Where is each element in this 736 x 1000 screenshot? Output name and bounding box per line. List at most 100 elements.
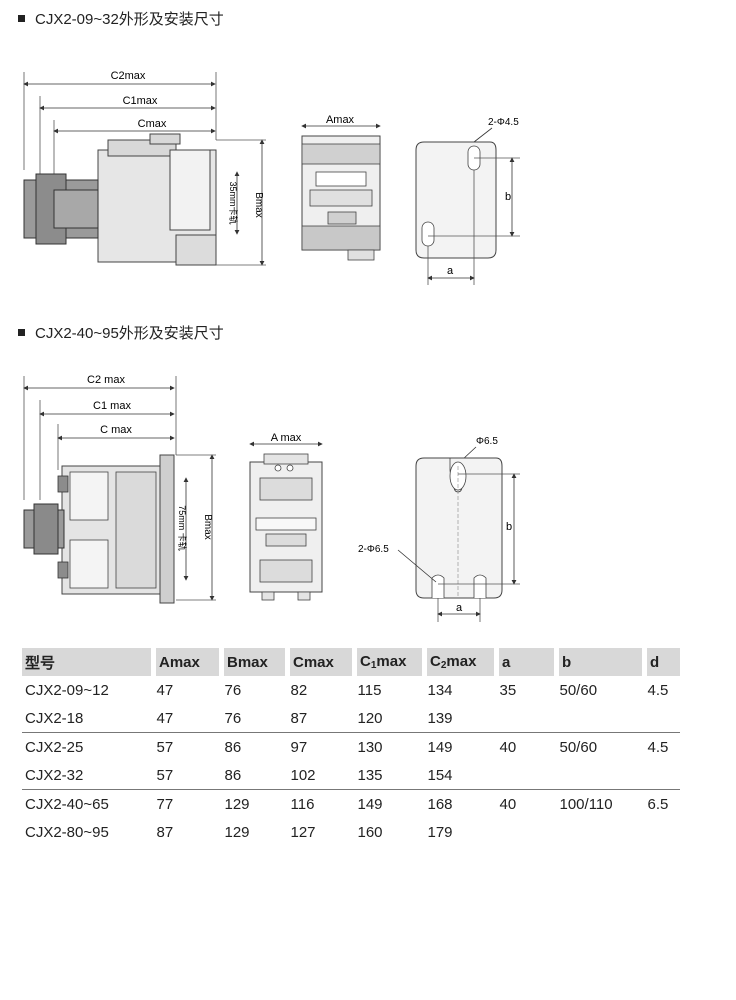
value-cell: 130 — [357, 738, 383, 756]
value-cell: 47 — [153, 704, 222, 733]
front-view-large: A max — [249, 432, 323, 601]
square-bullet-icon — [18, 329, 25, 336]
side-view-large: C2 max C1 max C max Bmax 75mm 卡轨 — [23, 374, 216, 604]
value-cell: 6.5 — [647, 795, 669, 813]
header-a: a — [496, 648, 559, 676]
amax-label-2: A max — [271, 432, 302, 444]
dim-b-label-2: b — [506, 521, 512, 533]
dimension-drawings: C2max C1max Cmax Bmax 35mm卡轨 Amax 2-Φ4.5 — [23, 70, 520, 622]
value-cell — [644, 704, 680, 733]
mounting-plate-large: Φ6.5 b 2-Φ6.5 a — [358, 436, 520, 622]
value-cell — [557, 818, 645, 846]
cmax-label-2: C max — [100, 424, 132, 436]
value-cell: 139 — [424, 704, 497, 733]
value-cell: 76 — [224, 681, 242, 699]
section-1-title: CJX2-09~32外形及安装尺寸 — [18, 8, 224, 29]
table-row: CJX2-09~12 47 76 82 115 134 35 50/60 4.5 — [22, 676, 680, 704]
header-cmax: Cmax — [287, 648, 357, 676]
bmax-label-2: Bmax — [202, 514, 213, 540]
value-cell: 120 — [354, 704, 425, 733]
value-cell: 135 — [354, 761, 425, 790]
model-cell: CJX2-32 — [22, 761, 154, 790]
value-cell: 160 — [357, 823, 383, 841]
value-cell — [644, 761, 680, 790]
value-cell: 4.5 — [647, 738, 669, 756]
model-cell: CJX2-09~12 — [25, 681, 109, 699]
front-view-small: Amax — [301, 114, 381, 261]
value-cell: 40 — [499, 795, 517, 813]
section-2-title-text: CJX2-40~95外形及安装尺寸 — [35, 325, 224, 342]
value-cell — [496, 761, 557, 790]
header-c1max: C1max — [354, 648, 427, 676]
value-cell: 57 — [153, 761, 222, 790]
cmax-label: Cmax — [138, 118, 167, 130]
value-cell: 179 — [427, 823, 453, 841]
value-cell — [497, 818, 557, 846]
c2max-label: C2max — [111, 70, 146, 82]
side-view-small: C2max C1max Cmax Bmax 35mm卡轨 — [23, 70, 266, 266]
value-cell: 116 — [290, 795, 315, 813]
dim-b-label: b — [505, 191, 511, 203]
hole-label-2: 2-Φ6.5 — [358, 544, 389, 555]
model-cell: CJX2-25 — [25, 738, 84, 756]
bmax-label: Bmax — [253, 192, 264, 218]
value-cell: 115 — [357, 681, 382, 699]
dim-a-label: a — [447, 265, 454, 277]
hole-label: 2-Φ4.5 — [488, 117, 519, 128]
value-cell: 50/60 — [559, 681, 598, 699]
value-cell: 149 — [357, 795, 383, 813]
amax-label: Amax — [326, 114, 355, 126]
c1max-label: C1max — [123, 95, 158, 107]
section-2-title: CJX2-40~95外形及安装尺寸 — [18, 322, 224, 343]
value-cell: 35 — [499, 681, 517, 699]
value-cell: 127 — [290, 823, 316, 841]
rail-35mm-label: 35mm卡轨 — [228, 181, 239, 224]
value-cell: 100/110 — [559, 795, 613, 813]
rail-75mm-label: 75mm 卡轨 — [177, 505, 188, 551]
mounting-plate-small: 2-Φ4.5 b a — [415, 117, 520, 285]
value-cell — [496, 704, 557, 733]
value-cell: 134 — [427, 681, 453, 699]
header-amax: Amax — [153, 648, 224, 676]
value-cell: 102 — [287, 761, 355, 790]
value-cell: 76 — [221, 704, 288, 733]
value-cell: 87 — [287, 704, 355, 733]
value-cell: 4.5 — [647, 681, 669, 699]
dim-a-label-2: a — [456, 602, 463, 614]
value-cell: 87 — [156, 823, 174, 841]
model-cell: CJX2-18 — [22, 704, 154, 733]
value-cell: 47 — [156, 681, 174, 699]
value-cell: 86 — [224, 738, 242, 756]
value-cell: 82 — [290, 681, 308, 699]
header-d: d — [644, 648, 680, 676]
value-cell: 50/60 — [559, 738, 598, 756]
value-cell: 154 — [424, 761, 497, 790]
value-cell: 77 — [156, 795, 174, 813]
header-b: b — [556, 648, 647, 676]
value-cell: 129 — [224, 795, 250, 813]
value-cell: 40 — [499, 738, 517, 756]
hole-top-label: Φ6.5 — [476, 436, 498, 447]
value-cell: 86 — [221, 761, 288, 790]
c1max-label-2: C1 max — [93, 400, 131, 412]
value-cell: 149 — [427, 738, 453, 756]
value-cell: 97 — [290, 738, 308, 756]
section-1-title-text: CJX2-09~32外形及安装尺寸 — [35, 11, 224, 28]
header-cmax-text: Cmax — [293, 653, 334, 671]
header-model: 型号 — [22, 648, 156, 676]
value-cell — [556, 704, 645, 733]
header-bmax: Bmax — [221, 648, 290, 676]
value-cell: 129 — [224, 823, 250, 841]
c2max-label-2: C2 max — [87, 374, 125, 386]
value-cell: 57 — [156, 738, 174, 756]
table-row: CJX2-25 57 86 97 130 149 40 50/60 4.5 — [22, 733, 680, 762]
model-cell: CJX2-40~65 — [25, 795, 109, 813]
table-header-row: 型号 Amax Bmax Cmax C1max C2max a b d — [22, 648, 680, 676]
header-c2max: C2max — [424, 648, 499, 676]
square-bullet-icon — [18, 15, 25, 22]
spec-table: 型号 Amax Bmax Cmax C1max C2max a b d CJX2… — [22, 648, 680, 846]
